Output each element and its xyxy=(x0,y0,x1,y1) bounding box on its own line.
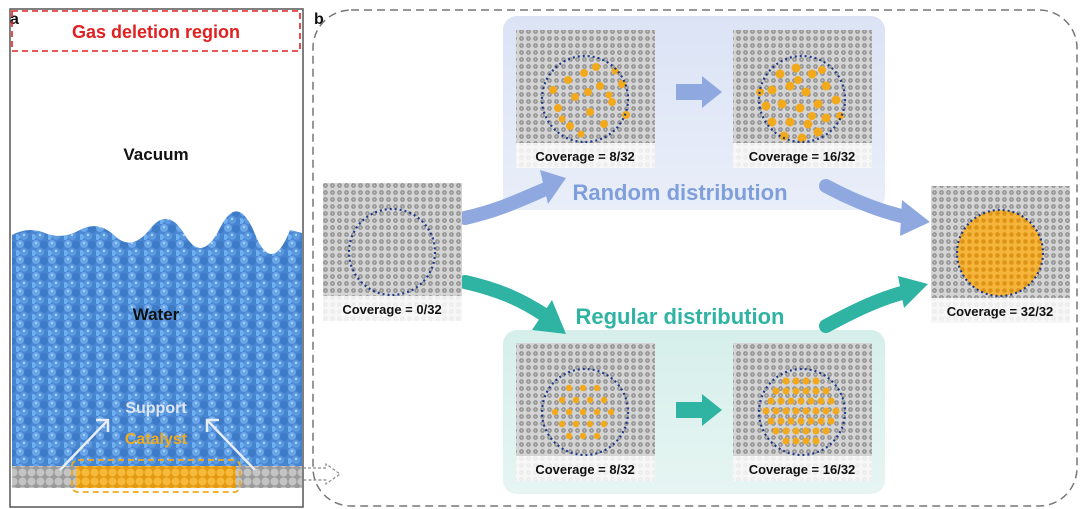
gas-deletion-box xyxy=(11,10,301,52)
support-arrows xyxy=(59,418,256,471)
vacuum-label: Vacuum xyxy=(123,145,188,164)
flow-arrows xyxy=(458,76,930,426)
panel-b-label: b xyxy=(314,11,324,28)
random-catalyst-dots xyxy=(549,63,630,138)
tile-regular-8: Coverage = 8/32 xyxy=(516,343,655,481)
gas-region-label: Gas deletion region xyxy=(72,22,240,42)
catalyst-slab xyxy=(76,466,236,488)
random-catalyst-dots xyxy=(756,63,844,143)
tile-final: Coverage = 32/32 xyxy=(931,186,1070,323)
regular-distribution-label: Regular distribution xyxy=(576,304,785,329)
coverage-ring xyxy=(347,207,437,297)
tile-regular-16: Coverage = 16/32 xyxy=(733,343,872,481)
catalyst-label: Catalyst xyxy=(125,431,188,448)
support-label: Support xyxy=(125,400,187,417)
water-layer xyxy=(12,211,302,466)
water-label: Water xyxy=(133,305,180,324)
full-coverage-disk xyxy=(957,210,1043,296)
simulation-box xyxy=(9,8,304,508)
panel-b: b Random distribution Regular distributi… xyxy=(312,9,1078,507)
tile-start: Coverage = 0/32 xyxy=(323,183,462,321)
connector-arrow xyxy=(303,462,342,486)
coverage-label: Coverage = 32/32 xyxy=(947,304,1054,319)
coverage-label: Coverage = 0/32 xyxy=(342,302,441,317)
coverage-label: Coverage = 16/32 xyxy=(749,462,856,477)
panel-b-frame xyxy=(312,9,1078,507)
regular-catalyst-dots xyxy=(762,377,840,445)
panel-a: a Gas deletion region Vacuum Water Suppo… xyxy=(9,8,342,508)
regular-catalyst-dots xyxy=(551,384,615,440)
coverage-label: Coverage = 8/32 xyxy=(535,462,634,477)
coverage-label: Coverage = 16/32 xyxy=(749,149,856,164)
tile-random-16: Coverage = 16/32 xyxy=(733,30,872,168)
catalyst-outline xyxy=(71,459,241,493)
random-distribution-label: Random distribution xyxy=(572,180,787,205)
coverage-label: Coverage = 8/32 xyxy=(535,149,634,164)
tile-random-8: Coverage = 8/32 xyxy=(516,30,655,168)
panel-a-label: a xyxy=(10,11,19,28)
